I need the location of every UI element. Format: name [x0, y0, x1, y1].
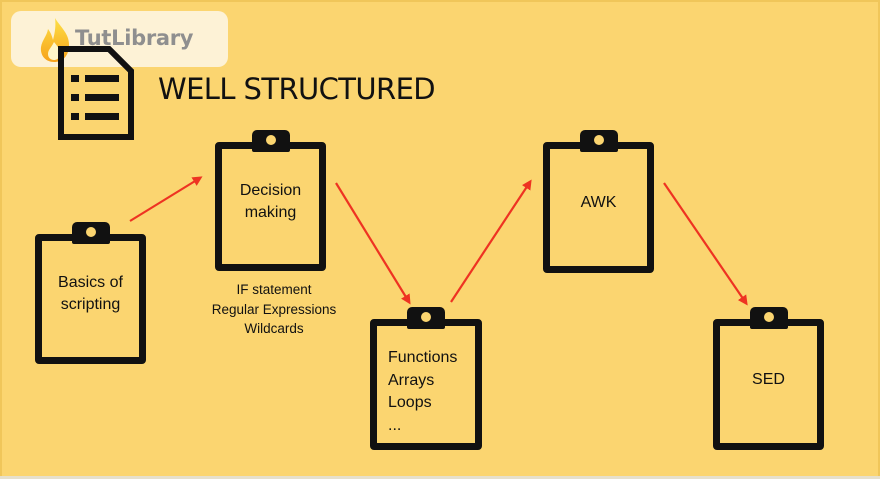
note-item: Regular Expressions: [211, 301, 337, 317]
node-label: Functions Arrays Loops ...: [388, 349, 458, 434]
arrow-decision-to-functions: [335, 182, 411, 305]
clipboard-clip-icon: [251, 130, 290, 152]
clipboard-functions: Functions Arrays Loops ...: [370, 307, 482, 450]
arrow-basics-to-decision: [129, 176, 203, 222]
document-list-icon: [58, 46, 134, 140]
clipboard-clip-icon: [71, 222, 110, 244]
clipboard-decision: Decision making: [215, 130, 326, 271]
clipboard-clip-icon: [749, 307, 788, 329]
clipboard-basics: Basics of scripting: [35, 222, 146, 364]
node-label: Decision making: [239, 182, 302, 221]
note-item: IF statement: [236, 282, 312, 297]
arrow-functions-to-awk: [450, 179, 532, 303]
clipboard-clip-icon: [407, 307, 445, 329]
logo-text: TutLibrary: [75, 26, 194, 50]
decision-notes: IF statement Regular Expressions Wildcar…: [196, 280, 352, 339]
clipboard-sed: SED: [713, 307, 824, 450]
node-label: Basics of scripting: [58, 274, 123, 313]
slide-title: WELL STRUCTURED: [158, 72, 436, 106]
node-label: SED: [752, 371, 785, 388]
node-label: AWK: [580, 194, 617, 211]
clipboard-clip-icon: [579, 130, 618, 152]
note-item: Wildcards: [244, 321, 304, 336]
clipboard-awk: AWK: [543, 130, 654, 273]
arrow-awk-to-sed: [663, 182, 748, 306]
